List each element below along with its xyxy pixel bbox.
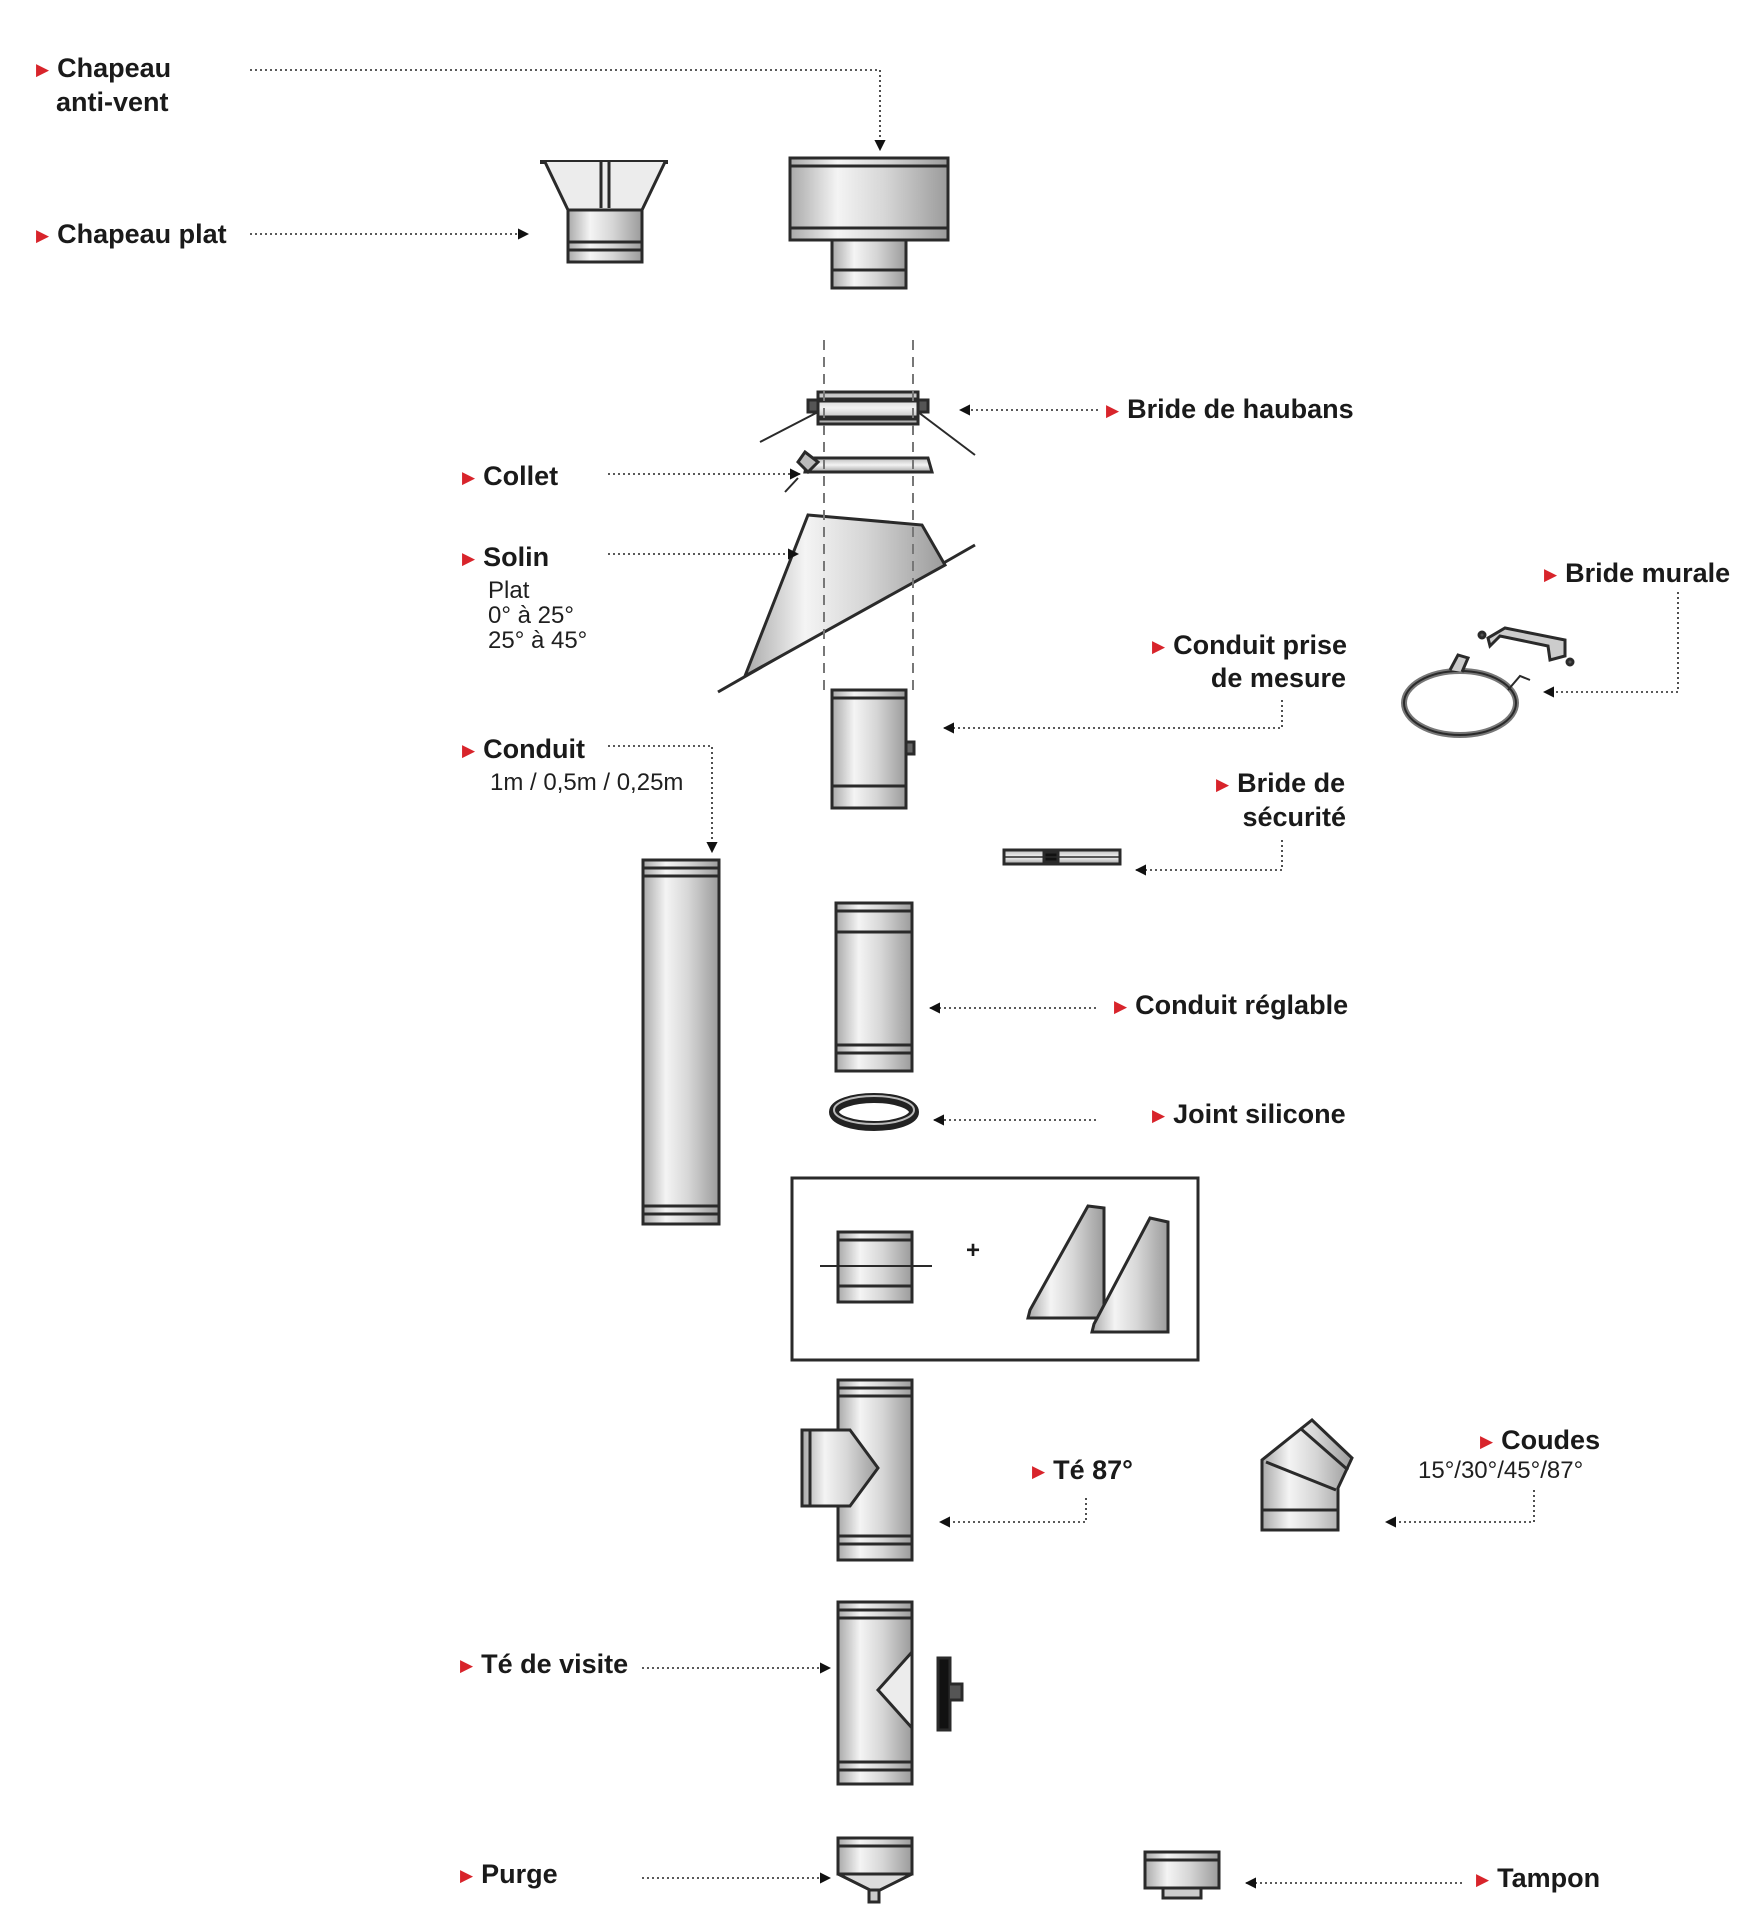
joint-silicone-part: [829, 1093, 919, 1131]
red-triangle-icon: ▶: [1480, 1432, 1494, 1451]
red-triangle-icon: ▶: [36, 60, 50, 79]
label-chapeau-anti-vent-line2: anti-vent: [56, 87, 169, 117]
conduit-prise-part: [830, 688, 916, 810]
support-kit-box: [790, 1176, 1200, 1362]
plus-sign: +: [966, 1237, 981, 1264]
leader-bride-securite: [1134, 840, 1283, 876]
label-collet: ▶Collet: [462, 461, 559, 491]
leader-te-87: [938, 1498, 1087, 1528]
label-conduit-reglable: ▶Conduit réglable: [1114, 990, 1349, 1020]
label-bride-murale: ▶Bride murale: [1544, 558, 1731, 588]
red-triangle-icon: ▶: [1476, 1870, 1490, 1889]
coudes-part: [1260, 1418, 1354, 1532]
purge-part: [836, 1836, 914, 1904]
leader-bride-murale: [1542, 592, 1679, 698]
red-triangle-icon: ▶: [1216, 775, 1230, 794]
label-bride-securite-line2: sécurité: [1242, 802, 1346, 832]
label-conduit-prise-line2: de mesure: [1210, 663, 1346, 693]
label-joint-silicone: ▶Joint silicone: [1152, 1099, 1346, 1129]
conduit-part: [641, 858, 721, 1226]
red-triangle-icon: ▶: [460, 1866, 474, 1885]
bride-securite-part: [1002, 848, 1122, 866]
solin-option-25-45: 25° à 45°: [488, 627, 588, 654]
red-triangle-icon: ▶: [460, 1656, 474, 1675]
te-87-part: [800, 1378, 914, 1562]
te-visite-part: [836, 1600, 964, 1786]
label-chapeau-plat: ▶Chapeau plat: [36, 219, 227, 249]
label-tampon: ▶Tampon: [1476, 1863, 1601, 1893]
label-bride-haubans: ▶Bride de haubans: [1106, 394, 1354, 424]
label-solin: ▶Solin: [462, 542, 550, 572]
chapeau-plat-part: [540, 160, 668, 264]
label-chapeau-anti-vent: ▶Chapeau: [36, 53, 172, 83]
label-te-visite: ▶Té de visite: [460, 1649, 629, 1679]
red-triangle-icon: ▶: [1152, 1106, 1166, 1125]
red-triangle-icon: ▶: [1152, 637, 1166, 656]
solin-option-0-25: 0° à 25°: [488, 602, 574, 629]
leader-lines: [250, 69, 1679, 1889]
label-te-87: ▶Té 87°: [1032, 1455, 1133, 1485]
conduit-reglable-part: [834, 901, 914, 1073]
red-triangle-icon: ▶: [1032, 1462, 1046, 1481]
collet-part: [784, 449, 934, 493]
chapeau-anti-vent-part: [788, 156, 950, 290]
red-triangle-icon: ▶: [36, 226, 50, 245]
red-triangle-icon: ▶: [462, 549, 476, 568]
solin-option-plat: Plat: [488, 577, 530, 604]
label-coudes: ▶Coudes: [1480, 1425, 1601, 1455]
red-triangle-icon: ▶: [462, 741, 476, 760]
tampon-part: [1143, 1850, 1221, 1900]
red-triangle-icon: ▶: [1106, 401, 1120, 420]
label-bride-securite: ▶Bride de: [1216, 768, 1346, 798]
label-purge: ▶Purge: [460, 1859, 558, 1889]
label-conduit-prise: ▶Conduit prise: [1152, 630, 1348, 660]
leader-coudes: [1384, 1490, 1535, 1528]
leader-conduit: [608, 745, 718, 854]
label-conduit: ▶Conduit: [462, 734, 586, 764]
red-triangle-icon: ▶: [1544, 565, 1558, 584]
leader-conduit-prise: [942, 700, 1283, 734]
leader-chapeau-anti-vent: [250, 69, 886, 152]
coudes-angles: 15°/30°/45°/87°: [1418, 1457, 1584, 1484]
bride-murale-part: [1401, 626, 1575, 738]
conduit-sizes: 1m / 0,5m / 0,25m: [490, 769, 684, 796]
red-triangle-icon: ▶: [462, 468, 476, 487]
red-triangle-icon: ▶: [1114, 997, 1128, 1016]
bride-haubans-part: [759, 390, 976, 456]
